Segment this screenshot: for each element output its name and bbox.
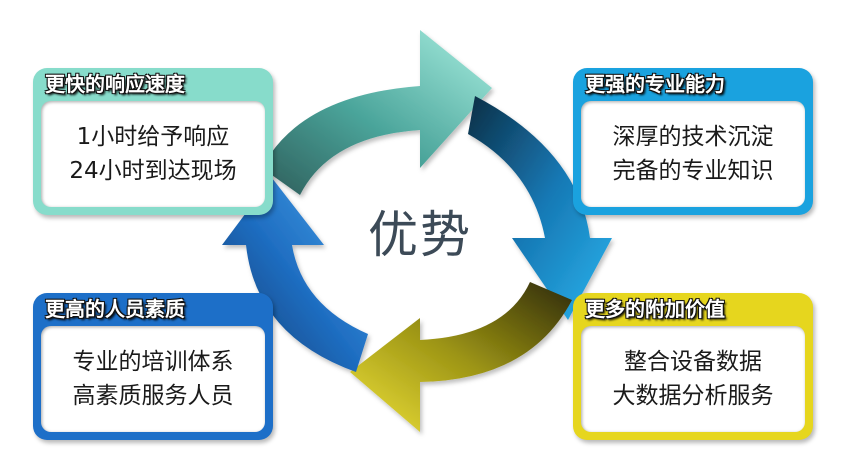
card-line: 专业的培训体系 — [72, 349, 234, 375]
center-title: 优势 — [368, 206, 472, 264]
card-body: 整合设备数据 大数据分析服务 — [581, 326, 805, 432]
card-line: 1小时给予响应 — [76, 124, 230, 150]
card-stronger-expertise: 更强的专业能力 深厚的技术沉淀 完备的专业知识 — [573, 68, 813, 215]
card-body: 深厚的技术沉淀 完备的专业知识 — [581, 101, 805, 207]
card-higher-staff-quality: 更高的人员素质 专业的培训体系 高素质服务人员 — [33, 293, 273, 440]
arrow-left-blue — [222, 178, 368, 372]
card-body: 专业的培训体系 高素质服务人员 — [41, 326, 265, 432]
card-line: 整合设备数据 — [624, 349, 762, 375]
card-body: 1小时给予响应 24小时到达现场 — [41, 101, 265, 207]
card-line: 大数据分析服务 — [612, 383, 774, 409]
card-title: 更高的人员素质 — [45, 297, 185, 321]
card-more-added-value: 更多的附加价值 整合设备数据 大数据分析服务 — [573, 293, 813, 440]
arrow-bottom-yellow — [350, 282, 572, 432]
card-title: 更多的附加价值 — [585, 297, 725, 321]
card-line: 深厚的技术沉淀 — [612, 124, 774, 150]
card-title: 更快的响应速度 — [45, 72, 185, 96]
arrow-right-sky — [468, 96, 612, 320]
card-title: 更强的专业能力 — [585, 72, 725, 96]
card-line: 高素质服务人员 — [72, 383, 234, 409]
arrow-top-teal — [262, 30, 492, 195]
card-line: 完备的专业知识 — [612, 158, 774, 184]
card-faster-response: 更快的响应速度 1小时给予响应 24小时到达现场 — [33, 68, 273, 215]
card-line: 24小时到达现场 — [69, 158, 237, 184]
